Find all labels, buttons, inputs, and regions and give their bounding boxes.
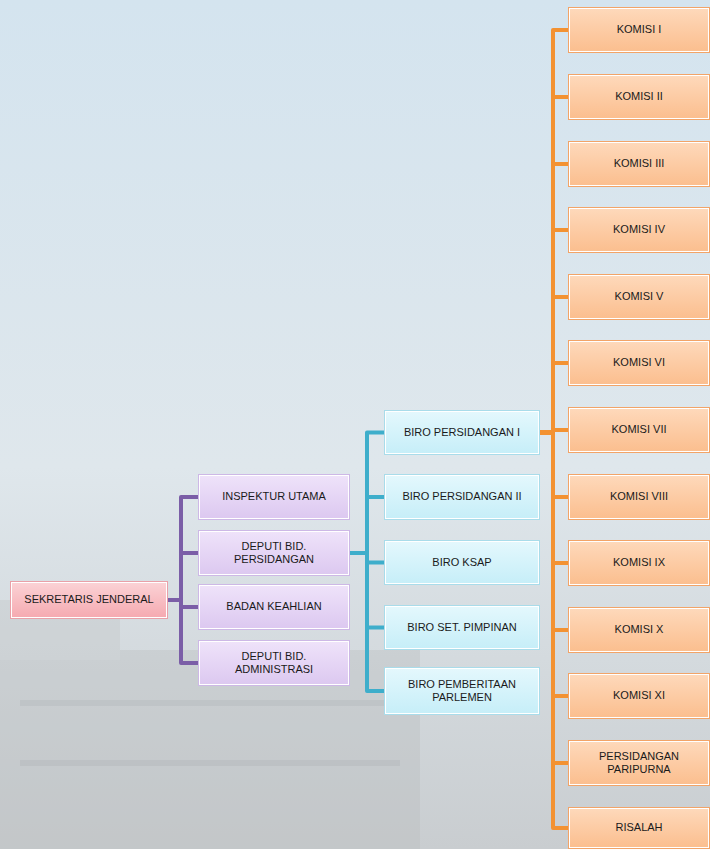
org-connector	[540, 433, 568, 829]
org-connector	[168, 600, 198, 663]
org-connector	[540, 297, 568, 433]
org-connector	[168, 553, 198, 600]
building-silhouette	[0, 600, 420, 849]
org-box: RISALAH	[568, 807, 710, 849]
box-label: KOMISI IX	[613, 556, 665, 569]
box-label: KOMISI V	[615, 290, 664, 303]
org-box: KOMISI V	[568, 274, 710, 320]
box-label: KOMISI III	[614, 157, 665, 170]
org-box: KOMISI IX	[568, 540, 710, 586]
org-box: DEPUTI BID. ADMINISTRASI	[198, 640, 350, 686]
org-connector	[350, 433, 384, 554]
org-box: BIRO KSAP	[384, 540, 540, 585]
org-connector	[540, 164, 568, 433]
org-box: KOMISI III	[568, 141, 710, 187]
box-label: SEKRETARIS JENDERAL	[24, 593, 153, 606]
box-label: KOMISI VII	[611, 423, 666, 436]
org-box: KOMISI VI	[568, 340, 710, 386]
box-label: KOMISI X	[615, 623, 664, 636]
org-box: SEKRETARIS JENDERAL	[10, 581, 168, 619]
building-ledge	[20, 700, 400, 706]
box-label: BIRO PERSIDANGAN II	[402, 490, 521, 503]
org-box: KOMISI IV	[568, 207, 710, 253]
box-label: PERSIDANGAN PARIPURNA	[575, 750, 703, 776]
org-connector	[540, 97, 568, 433]
org-box: BIRO PERSIDANGAN II	[384, 474, 540, 520]
org-box: KOMISI VII	[568, 407, 710, 453]
box-label: KOMISI VI	[613, 356, 665, 369]
org-box: BIRO SET. PIMPINAN	[384, 605, 540, 650]
box-label: KOMISI II	[615, 90, 663, 103]
box-label: DEPUTI BID. PERSIDANGAN	[205, 540, 343, 566]
org-box: INSPEKTUR UTAMA	[198, 474, 350, 520]
box-label: KOMISI VIII	[610, 490, 668, 503]
box-label: BIRO SET. PIMPINAN	[407, 621, 516, 634]
box-label: KOMISI XI	[613, 689, 665, 702]
org-connector	[540, 230, 568, 433]
org-box: BIRO PERSIDANGAN I	[384, 410, 540, 455]
org-box: PERSIDANGAN PARIPURNA	[568, 740, 710, 786]
box-label: INSPEKTUR UTAMA	[222, 490, 326, 503]
box-label: BIRO KSAP	[432, 556, 491, 569]
building-ledge	[20, 760, 400, 766]
org-box: KOMISI II	[568, 74, 710, 120]
org-box: DEPUTI BID. PERSIDANGAN	[198, 530, 350, 576]
org-connector	[168, 497, 198, 600]
org-box: BIRO PEMBERITAAN PARLEMEN	[384, 667, 540, 715]
org-connector	[540, 30, 568, 433]
box-label: KOMISI I	[617, 23, 662, 36]
org-box: KOMISI I	[568, 7, 710, 53]
box-label: KOMISI IV	[613, 223, 665, 236]
org-box: KOMISI X	[568, 607, 710, 653]
org-connector	[350, 553, 384, 691]
box-label: BADAN KEAHLIAN	[226, 600, 321, 613]
box-label: RISALAH	[615, 821, 662, 834]
org-box: KOMISI VIII	[568, 474, 710, 520]
box-label: BIRO PEMBERITAAN PARLEMEN	[391, 678, 533, 704]
org-connector	[540, 363, 568, 433]
box-label: DEPUTI BID. ADMINISTRASI	[205, 650, 343, 676]
org-box: BADAN KEAHLIAN	[198, 584, 350, 630]
org-box: KOMISI XI	[568, 673, 710, 719]
org-connector	[350, 497, 384, 553]
box-label: BIRO PERSIDANGAN I	[404, 426, 520, 439]
